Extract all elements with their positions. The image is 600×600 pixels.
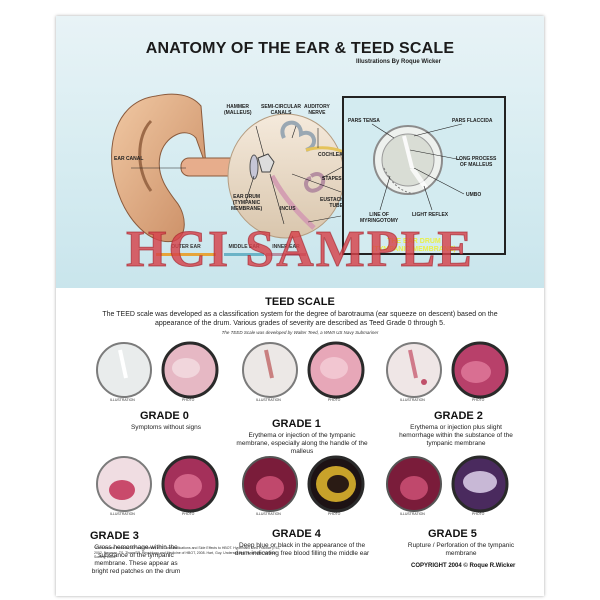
grade-1-photo-caption: PHOTO [328, 398, 341, 402]
grade-0-images [96, 341, 219, 399]
zone-outer-ear: OUTER EAR [156, 241, 216, 256]
grade-4-title: GRADE 4 [272, 528, 321, 540]
label-line-of-myringotomy: LINE OF MYRINGOTOMY [360, 212, 399, 224]
grade-1-title: GRADE 1 [272, 418, 321, 430]
grade-4-card: ILLUSTRATION PHOTO GRADE 4 Deep blue or … [232, 452, 372, 567]
grade-3-images [96, 455, 219, 513]
grade-0-title: GRADE 0 [140, 410, 189, 422]
auditory-nerve [305, 146, 345, 154]
grade-2-title: GRADE 2 [434, 410, 483, 422]
teed-scale-heading: TEED SCALE [265, 296, 335, 308]
cochlea [304, 172, 326, 193]
grade-5-images [386, 455, 509, 513]
label-umbo: UMBO [466, 192, 482, 198]
grade-0-card: ILLUSTRATION PHOTO GRADE 0 Symptoms with… [86, 338, 226, 453]
references-footnote: * References: Kindwall, EP and Whelan, H… [94, 546, 281, 559]
grade-0-photo-caption: PHOTO [182, 398, 195, 402]
grade-3-description: Gross hemorrhage within the substance of… [91, 544, 181, 575]
eardrum-detail-panel: PARS TENSA PARS FLACCIDA LONG PROCESS OF… [342, 96, 506, 255]
hci-sample-watermark: HCI SAMPLE [126, 221, 474, 278]
semicircular-canals [280, 120, 316, 152]
grade-0-illustration-caption: ILLUSTRATION [110, 398, 135, 402]
zone-middle-ear: MIDDLE EAR [224, 241, 264, 256]
label-auditory-nerve: AUDITORY NERVE [304, 104, 330, 116]
grade-5-photo-caption: PHOTO [472, 512, 485, 516]
label-ear-drum: EAR DRUM (TYMPANIC MEMBRANE) [231, 194, 263, 212]
label-stapes: STAPES [322, 176, 342, 182]
poster: ANATOMY OF THE EAR & TEED SCALE Illustra… [56, 16, 544, 596]
grade-0-description: Symptoms without signs [130, 424, 202, 431]
teed-scale-description: The TEED scale was developed as a classi… [102, 311, 498, 327]
grade-4-illustration-caption: ILLUSTRATION [256, 512, 281, 516]
label-ear-canal: EAR CANAL [114, 156, 144, 162]
label-incus: INCUS [280, 206, 296, 212]
grade-4-photo-caption: PHOTO [328, 512, 341, 516]
grade-5-card: ILLUSTRATION PHOTO GRADE 5 Rupture / Per… [376, 452, 516, 567]
ossicles [257, 153, 275, 173]
grade-1-card: ILLUSTRATION PHOTO GRADE 1 Erythema or i… [232, 338, 372, 455]
grade-3-photo-caption: PHOTO [182, 512, 195, 516]
label-eustachian-tube: EUSTACHIAN TUBE [320, 197, 353, 209]
eardrum-membrane [249, 154, 259, 180]
grade-5-illustration-caption: ILLUSTRATION [400, 512, 425, 516]
grade-1-illustration-caption: ILLUSTRATION [256, 398, 281, 402]
grade-2-photo-caption: PHOTO [472, 398, 485, 402]
grade-3-card: ILLUSTRATION PHOTO GRADE 3 Gross hemorrh… [86, 452, 226, 575]
grade-1-images [242, 341, 365, 399]
copyright-notice: COPYRIGHT 2004 © Roque R.Wicker [411, 563, 516, 569]
illustrator-byline: Illustrations By Roque Wicker [356, 59, 441, 65]
grade-5-title: GRADE 5 [428, 528, 477, 540]
ear-cross-section-illustration [111, 93, 345, 243]
eustachian-tube [269, 174, 316, 230]
label-semicircular-canals: SEMI-CIRCULAR CANALS [261, 104, 301, 116]
label-long-process-malleus: LONG PROCESS OF MALLEUS [456, 156, 497, 168]
eardrum-panel-title: THE EAR DRUM (TYMPANIC MEMBRANE) [372, 238, 456, 253]
grade-3-illustration-caption: ILLUSTRATION [110, 512, 135, 516]
grade-4-description: Deep blue or black in the appearance of … [234, 542, 370, 557]
label-cochlea: COCHLEA [318, 152, 343, 158]
zone-inner-ear: INNER EAR [266, 241, 306, 256]
poster-title: ANATOMY OF THE EAR & TEED SCALE [145, 40, 455, 57]
eardrum-detail-illustration [371, 123, 465, 211]
label-hammer-malleus: HAMMER (MALLEUS) [224, 104, 252, 116]
grade-2-card: ILLUSTRATION PHOTO GRADE 2 Erythema or i… [376, 338, 516, 453]
grade-2-illustration-caption: ILLUSTRATION [400, 398, 425, 402]
grade-1-description: Erythema or injection of the tympanic me… [236, 432, 368, 455]
label-pars-tensa: PARS TENSA [348, 118, 380, 124]
teed-scale-credit: The TEED Scale was developed by Walter T… [221, 330, 379, 335]
grade-2-description: Erythema or injection plus slight hemorr… [399, 424, 513, 447]
grade-5-description: Rupture / Perforation of the tympanic me… [407, 542, 515, 557]
grade-3-title: GRADE 3 [90, 530, 139, 542]
label-pars-flaccida: PARS FLACCIDA [452, 118, 493, 124]
grade-4-images [242, 455, 365, 513]
leader-lines [131, 125, 345, 225]
label-light-reflex: LIGHT REFLEX [412, 212, 449, 218]
grade-2-images [386, 341, 509, 399]
